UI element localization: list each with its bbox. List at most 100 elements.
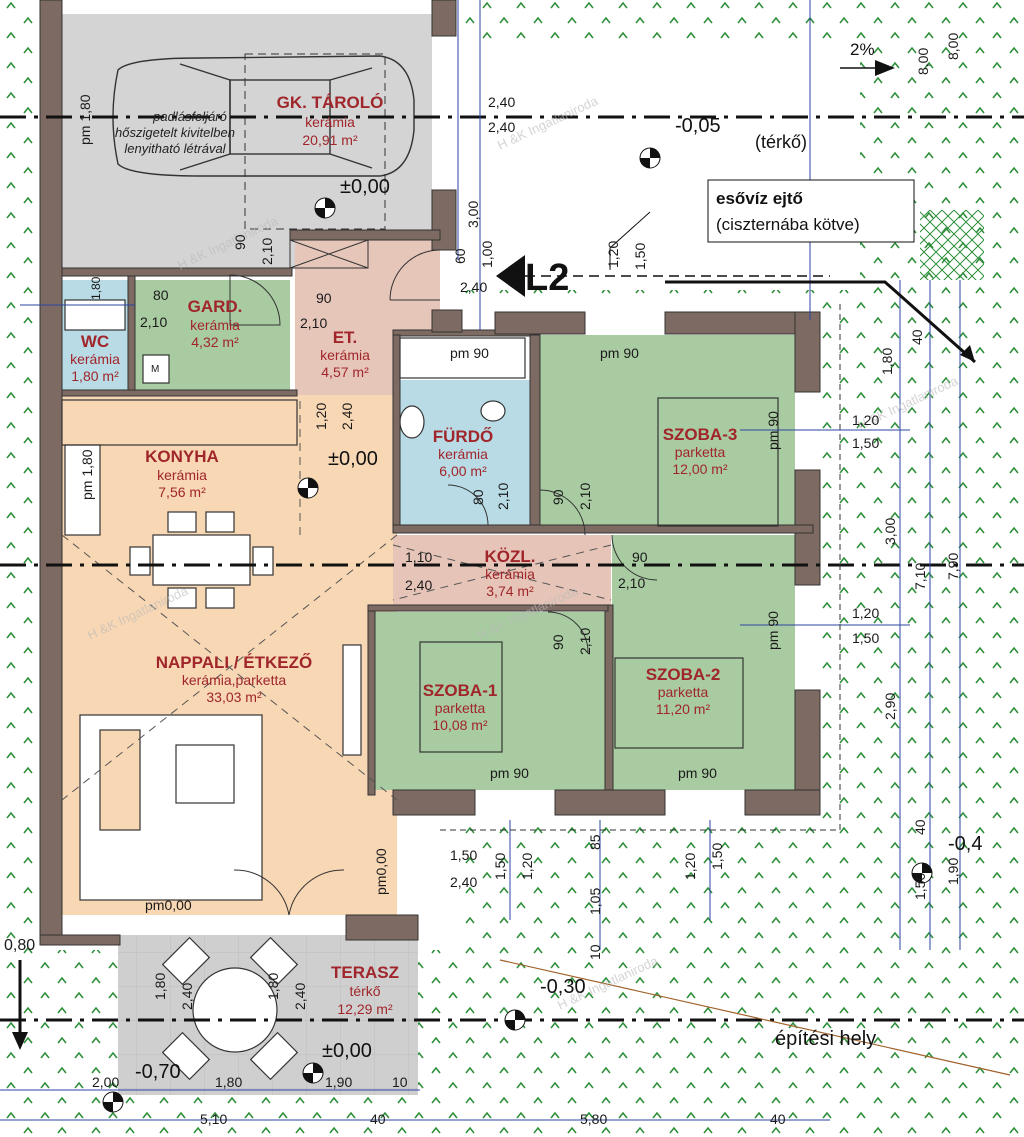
room3-name: SZOBA-3 [663, 425, 738, 444]
svg-text:2,40: 2,40 [179, 983, 195, 1010]
svg-text:1,05: 1,05 [587, 888, 603, 915]
room2-area: 11,20 m² [656, 701, 711, 717]
bathroom-area: 6,00 m² [439, 463, 487, 479]
terrace-material: térkő [349, 983, 380, 999]
svg-text:1,20: 1,20 [605, 241, 621, 268]
svg-text:-0,30: -0,30 [540, 976, 586, 998]
svg-text:2,10: 2,10 [259, 238, 275, 265]
wc-floor [62, 280, 128, 395]
svg-text:1,20: 1,20 [682, 853, 698, 880]
svg-text:pm 90: pm 90 [450, 345, 489, 361]
svg-text:40: 40 [370, 1111, 386, 1127]
room2-floor [612, 535, 795, 790]
svg-text:80: 80 [153, 287, 169, 303]
bathroom-material: kerámia [438, 446, 488, 462]
svg-text:-0,05: -0,05 [675, 115, 721, 137]
room1-area: 10,08 m² [432, 717, 488, 733]
garage-material: kerámia [305, 114, 355, 130]
kitchen-name: KONYHA [145, 447, 219, 466]
corridor-floor [393, 535, 611, 605]
svg-text:1,80: 1,80 [89, 276, 103, 300]
entry-material: kerámia [320, 347, 370, 363]
svg-text:60: 60 [452, 248, 468, 264]
svg-text:2,10: 2,10 [140, 314, 167, 330]
svg-text:1,50: 1,50 [450, 847, 477, 863]
attic-hatch-outline [244, 53, 386, 230]
svg-text:pm 90: pm 90 [490, 765, 529, 781]
drain-pipe [665, 280, 976, 364]
garderobe-area: 4,32 m² [191, 334, 239, 350]
svg-text:2,10: 2,10 [577, 483, 593, 510]
svg-text:pm0,00: pm0,00 [145, 897, 192, 913]
dimension-texts: 2,40 2,40 3,00 8,00 8,00 90 2,10 80 2,10… [4, 33, 961, 1127]
svg-text:pm 90: pm 90 [678, 765, 717, 781]
furniture [61, 299, 779, 1081]
svg-text:1,10: 1,10 [405, 549, 432, 565]
svg-text:8,00: 8,00 [915, 48, 931, 75]
svg-text:2,40: 2,40 [450, 874, 477, 890]
slope-label: 2% [850, 40, 875, 59]
kitchen-material: kerámia [157, 467, 207, 483]
rain-note-title: esővíz ejtő [716, 189, 803, 208]
rain-note-detail: (ciszternába kötve) [716, 215, 860, 234]
svg-text:40: 40 [770, 1111, 786, 1127]
corridor-area: 3,74 m² [486, 583, 534, 599]
svg-text:1,20: 1,20 [519, 853, 535, 880]
paving-note: (térkő) [755, 132, 807, 152]
svg-text:pm 90: pm 90 [765, 611, 781, 650]
bathroom-name: FÜRDŐ [433, 427, 493, 446]
svg-text:2,00: 2,00 [92, 1074, 119, 1090]
garage-area: 20,91 m² [302, 132, 358, 148]
svg-text:M: M [151, 364, 159, 375]
entry-area: 4,57 m² [321, 364, 369, 380]
svg-text:pm 1,80: pm 1,80 [77, 94, 93, 145]
svg-text:pm 90: pm 90 [765, 411, 781, 450]
svg-text:1,20: 1,20 [313, 403, 329, 430]
svg-text:80: 80 [470, 489, 486, 505]
room3-material: parketta [675, 444, 726, 460]
walls [39, 0, 821, 946]
svg-text:1,90: 1,90 [325, 1074, 352, 1090]
living-material: kerámia,parketta [182, 672, 286, 688]
bathroom-floor [400, 380, 530, 528]
building-site-note: építési hely [775, 1028, 876, 1050]
svg-text:1,80: 1,80 [879, 348, 895, 375]
room1-material: parketta [435, 700, 486, 716]
svg-text:±0,00: ±0,00 [328, 448, 378, 470]
svg-text:90: 90 [550, 489, 566, 505]
svg-text:pm 1,80: pm 1,80 [79, 449, 95, 500]
terrace-name: TERASZ [331, 963, 399, 982]
svg-text:1,80: 1,80 [215, 1074, 242, 1090]
svg-text:1,80: 1,80 [265, 973, 281, 1000]
dimension-lines [0, 0, 961, 1121]
svg-text:1,50: 1,50 [709, 843, 725, 870]
svg-text:1,00: 1,00 [479, 241, 495, 268]
wc-material: kerámia [70, 351, 120, 367]
garage-name: GK. TÁROLÓ [277, 93, 384, 112]
garderobe-name: GARD. [188, 297, 243, 316]
wc-name: WC [81, 332, 109, 351]
svg-text:2,10: 2,10 [300, 315, 327, 331]
room3-floor [540, 335, 795, 528]
notes: padlásfeljáró hőszigetelt kivitelben len… [115, 40, 876, 1050]
svg-text:2,40: 2,40 [339, 403, 355, 430]
svg-text:1,50: 1,50 [632, 243, 648, 270]
svg-text:±0,00: ±0,00 [322, 1040, 372, 1062]
living-area: 33,03 m² [206, 689, 262, 705]
svg-text:2,40: 2,40 [405, 577, 432, 593]
svg-text:90: 90 [550, 634, 566, 650]
svg-text:10: 10 [392, 1074, 408, 1090]
slope-arrow [875, 60, 895, 76]
svg-text:1,50: 1,50 [852, 630, 879, 646]
room1-name: SZOBA-1 [423, 681, 498, 700]
corridor-name: KÖZL. [485, 547, 536, 566]
svg-text:pm 90: pm 90 [600, 345, 639, 361]
svg-text:1,50: 1,50 [912, 873, 928, 900]
svg-text:-0,4: -0,4 [948, 833, 982, 855]
stair-box [289, 239, 369, 269]
entry-name: ET. [333, 328, 358, 347]
svg-text:1,20: 1,20 [852, 412, 879, 428]
ceiling-lines [61, 396, 612, 801]
svg-text:1,20: 1,20 [852, 605, 879, 621]
